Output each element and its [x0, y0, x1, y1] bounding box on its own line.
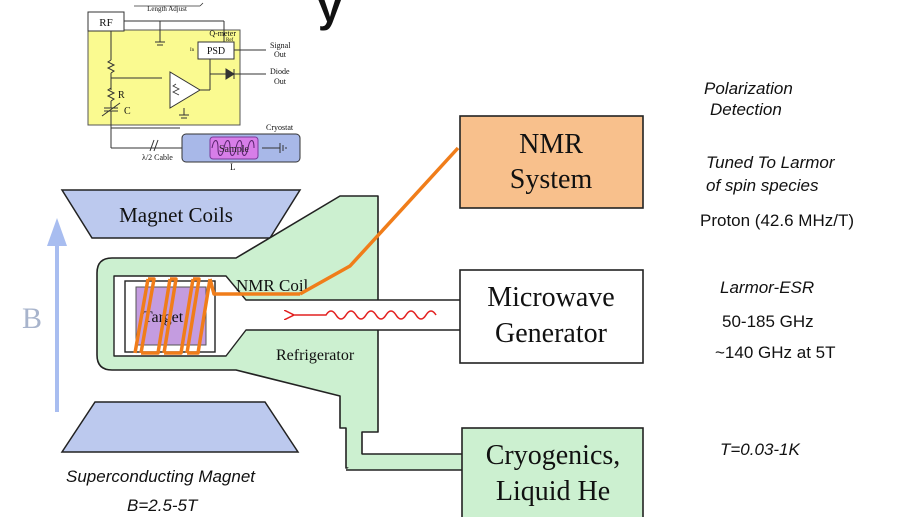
polarization-note-l2: Detection	[710, 100, 782, 119]
diode-out-l1: Diode	[270, 67, 290, 76]
ground-icon	[155, 21, 165, 46]
refrigerator-label: Refrigerator	[276, 347, 355, 364]
length-adjust-label: Length Adjust	[147, 5, 187, 13]
magnet-note-l1: Superconducting Magnet	[66, 467, 256, 486]
diode-out-l2: Out	[274, 77, 287, 86]
cryogenics-l2: Liquid He	[496, 476, 610, 507]
magnet-note-l2: B=2.5-5T	[127, 496, 198, 515]
cryostat-label: Cryostat	[266, 123, 294, 132]
nmr-system-l2: System	[510, 164, 593, 195]
helium-line	[346, 453, 467, 471]
ghz-range: 50-185 GHz	[722, 312, 814, 331]
b-field-label: B	[22, 302, 42, 335]
nmr-cable	[299, 146, 460, 296]
microwave-l1: Microwave	[487, 282, 615, 313]
nmr-system-l1: NMR	[519, 129, 583, 160]
sample-coil-icon	[211, 140, 255, 156]
cryogenics-box	[461, 427, 644, 517]
cable-label: λ/2 Cable	[142, 153, 173, 162]
psd-label: PSD	[207, 46, 225, 57]
rf-label: RF	[99, 17, 112, 29]
ghz-at-5t: ~140 GHz at 5T	[715, 343, 836, 362]
polarization-note-l1: Polarization	[704, 79, 793, 98]
microwave-wave-icon	[292, 311, 437, 319]
amplifier-icon	[169, 71, 201, 109]
tuned-note-l2: of spin species	[706, 176, 819, 195]
larmor-esr-note: Larmor-ESR	[720, 278, 815, 297]
microwave-generator-box	[459, 269, 644, 364]
sample-label: Sample	[219, 144, 250, 155]
signal-out-l1: Signal	[270, 41, 291, 50]
r-label: R	[118, 90, 125, 101]
in-label: In	[190, 48, 195, 53]
signal-out-l2: Out	[274, 50, 287, 59]
nmr-coil-icon	[133, 277, 300, 355]
b-field-arrowhead-icon	[47, 218, 67, 246]
magnet-coils-label: Magnet Coils	[119, 203, 233, 227]
magnet-coil-bottom	[60, 401, 300, 453]
c-label: C	[124, 106, 131, 117]
qmeter-circuit: RF Length Adjust Q-meter PSD Ref In Sign…	[87, 2, 301, 172]
nmr-coil-label: NMR Coil	[236, 276, 309, 295]
microwave-l2: Generator	[495, 318, 608, 349]
resistor-icon	[106, 59, 116, 74]
qmeter-label: Q-meter	[209, 29, 236, 38]
resistor-r-icon	[106, 87, 116, 102]
ref-label: Ref	[226, 38, 234, 43]
l-label: L	[230, 162, 236, 172]
proton-frequency: Proton (42.6 MHz/T)	[700, 211, 854, 230]
temperature-note: T=0.03-1K	[720, 440, 800, 459]
tuned-note-l1: Tuned To Larmor	[706, 153, 835, 172]
cryogenics-l1: Cryogenics,	[486, 440, 621, 471]
title-fragment: y	[318, 0, 342, 31]
nmr-system-box	[459, 115, 644, 209]
